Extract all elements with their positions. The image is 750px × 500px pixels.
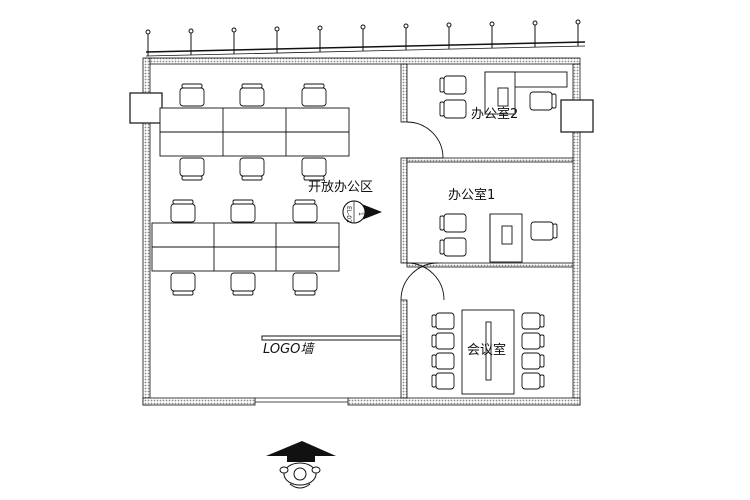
chair-icon xyxy=(230,199,256,223)
chair-icon xyxy=(301,157,327,181)
top-railing xyxy=(145,19,586,57)
chair-icon xyxy=(431,332,455,350)
chair-icon xyxy=(431,372,455,390)
person-topview-icon xyxy=(279,462,321,489)
entrance-arrow-icon xyxy=(266,441,336,462)
chair-icon xyxy=(521,312,545,330)
chair-icon xyxy=(292,272,318,296)
label-office-2: 办公室2 xyxy=(471,106,518,122)
chair-icon xyxy=(439,237,467,257)
interior-walls xyxy=(400,63,574,399)
chair-icon xyxy=(530,221,558,241)
column-left xyxy=(129,92,163,124)
chair-icon xyxy=(230,272,256,296)
desk-cluster-top xyxy=(159,107,350,157)
chair-icon xyxy=(431,352,455,370)
meeting-table xyxy=(461,309,515,395)
chair-icon xyxy=(439,213,467,233)
label-meeting-room: 会议室 xyxy=(467,342,506,358)
office1-furniture xyxy=(489,213,523,263)
desk-cluster-bottom xyxy=(151,222,340,272)
outer-walls xyxy=(142,57,581,406)
elevation-number: 1 xyxy=(357,212,364,216)
chair-icon xyxy=(239,157,265,181)
chair-icon xyxy=(179,157,205,181)
elevation-code: EL-02 xyxy=(345,206,352,223)
chair-icon xyxy=(170,272,196,296)
office2-furniture xyxy=(484,71,568,115)
chair-icon xyxy=(179,83,205,107)
elevation-marker-icon: 1 EL-02 xyxy=(342,200,382,224)
chairs xyxy=(170,75,558,390)
chair-icon xyxy=(292,199,318,223)
doors xyxy=(400,121,445,301)
chair-icon xyxy=(529,91,557,111)
chair-icon xyxy=(301,83,327,107)
label-open-office: 开放办公区 xyxy=(308,180,373,195)
chair-icon xyxy=(431,312,455,330)
chair-icon xyxy=(521,372,545,390)
logo-wall xyxy=(261,335,402,341)
label-office-1: 办公室1 xyxy=(448,187,495,203)
columns xyxy=(129,92,594,133)
chair-icon xyxy=(439,75,467,95)
chair-icon xyxy=(521,332,545,350)
chair-icon xyxy=(239,83,265,107)
chair-icon xyxy=(439,99,467,119)
label-logo-wall: LOGO墙 xyxy=(263,342,315,357)
column-right xyxy=(560,99,594,133)
chair-icon xyxy=(521,352,545,370)
chair-icon xyxy=(170,199,196,223)
